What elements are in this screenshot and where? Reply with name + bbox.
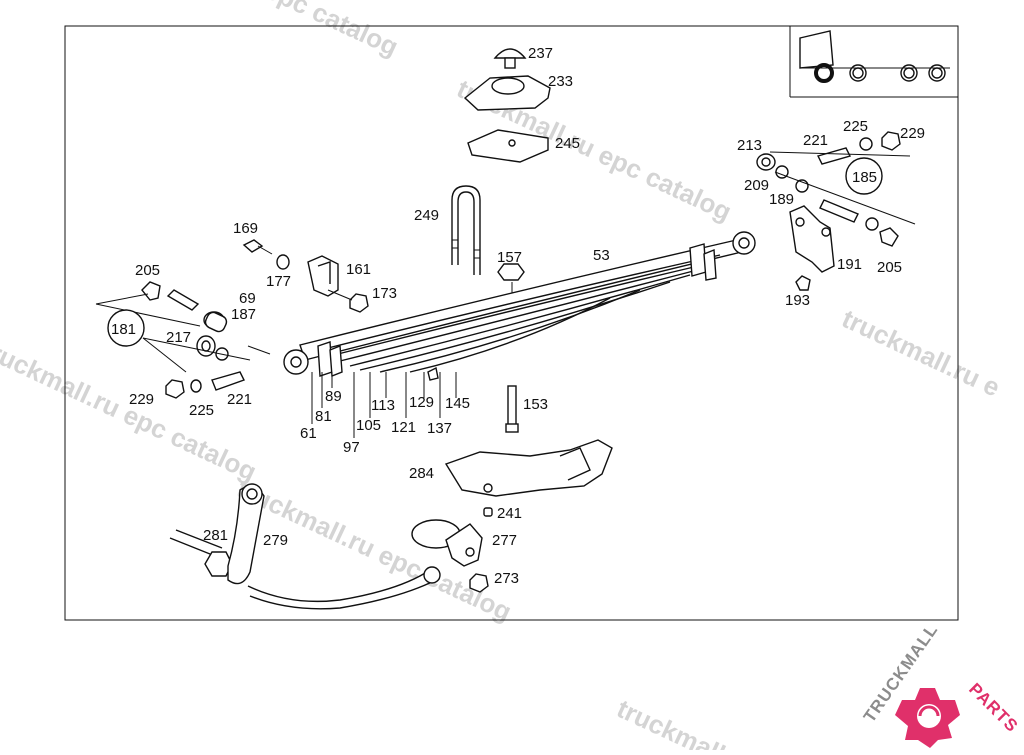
- front-axle-highlight: [814, 63, 834, 83]
- callout-237: 237: [528, 45, 553, 62]
- callout-129: 129: [409, 394, 434, 411]
- callout-229: 229: [900, 125, 925, 142]
- callout-221: 221: [803, 132, 828, 149]
- callout-81: 81: [315, 408, 332, 425]
- callout-173: 173: [372, 285, 397, 302]
- left-shackle-group: [95, 281, 271, 399]
- stabilizer-bar: [169, 483, 441, 610]
- callout-205: 205: [135, 262, 160, 279]
- callout-245: 245: [555, 135, 580, 152]
- callout-circle-181: [107, 309, 145, 347]
- callout-181: 181: [111, 321, 136, 338]
- callout-279: 279: [263, 532, 288, 549]
- callout-213: 213: [737, 137, 762, 154]
- callout-225: 225: [843, 118, 868, 135]
- callout-labels: 237 233 245 249 157 53 213 221 225 229 1…: [111, 45, 925, 587]
- brand-accent: PARTS: [965, 679, 1022, 736]
- leader-lines: [311, 372, 457, 438]
- callout-157: 157: [497, 249, 522, 266]
- callout-89: 89: [325, 388, 342, 405]
- callout-113: 113: [371, 397, 395, 414]
- callout-169: 169: [233, 220, 258, 237]
- callout-273: 273: [494, 570, 519, 587]
- callout-circle-185: [845, 157, 883, 195]
- callout-105: 105: [356, 417, 381, 434]
- watermark-text: truckmall.ru: [612, 693, 760, 750]
- bump-stop-group: [463, 48, 551, 163]
- callout-145: 145: [445, 395, 470, 412]
- callout-233: 233: [548, 73, 573, 90]
- callout-249: 249: [414, 207, 439, 224]
- callout-53: 53: [593, 247, 610, 264]
- callout-221: 221: [227, 391, 252, 408]
- callout-97: 97: [343, 439, 360, 456]
- callout-153: 153: [523, 396, 548, 413]
- callout-161: 161: [346, 261, 371, 278]
- center-bolt: [505, 385, 519, 433]
- callout-281: 281: [203, 527, 228, 544]
- left-small-parts: [242, 239, 369, 313]
- diagram-frame: [64, 25, 959, 621]
- callout-137: 137: [427, 420, 452, 437]
- right-shackle-group: [756, 131, 916, 291]
- watermark-text: l epc catalog: [247, 0, 402, 62]
- callout-177: 177: [266, 273, 291, 290]
- callout-193: 193: [785, 292, 810, 309]
- callout-61: 61: [300, 425, 317, 442]
- callout-229: 229: [129, 391, 154, 408]
- callout-69: 69: [239, 290, 256, 307]
- callout-121: 121: [391, 419, 416, 436]
- callout-205: 205: [877, 259, 902, 276]
- stabilizer-mount: [411, 519, 489, 593]
- callout-189: 189: [769, 191, 794, 208]
- truckmall-parts-logo: TRUCKMALL PARTS: [860, 620, 1022, 748]
- callout-277: 277: [492, 532, 517, 549]
- truck-axle-inset: [789, 26, 958, 98]
- callout-209: 209: [744, 177, 769, 194]
- callout-191: 191: [837, 256, 862, 273]
- leaf-spring: [283, 231, 756, 381]
- callout-241: 241: [497, 505, 522, 522]
- watermark-text: truckmall.ru e: [837, 303, 1004, 402]
- callout-187: 187: [231, 306, 256, 323]
- callout-225: 225: [189, 402, 214, 419]
- callout-185: 185: [852, 169, 877, 186]
- axle-bracket: [444, 439, 613, 517]
- callout-284: 284: [409, 465, 434, 482]
- callout-217: 217: [166, 329, 191, 346]
- u-bolt: [451, 185, 481, 275]
